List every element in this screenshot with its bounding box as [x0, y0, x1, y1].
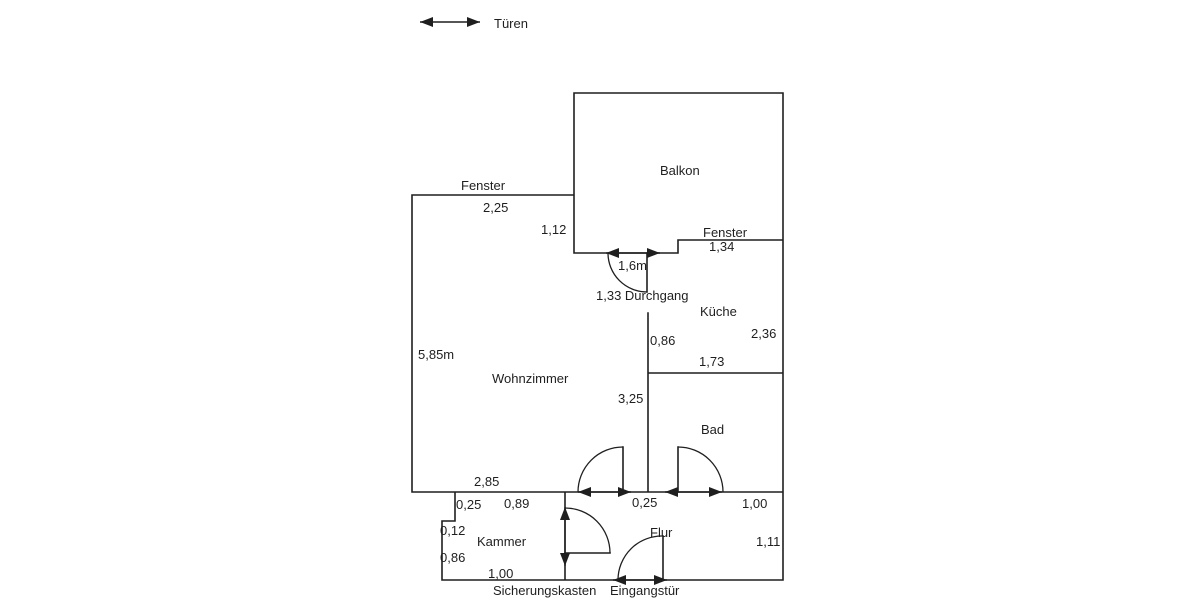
dim-kueche-height: 2,36 — [751, 326, 776, 341]
dim-bad-wall: 3,25 — [618, 391, 643, 406]
durchgang-label: 1,33 Durchgang — [596, 288, 689, 303]
dim-wohnzimmer-bottom: 2,85 — [474, 474, 499, 489]
window-kitchen-label: Fenster — [703, 225, 748, 240]
door-swing-arcs — [564, 252, 724, 581]
dim-kammer-bottom: 1,00 — [488, 566, 513, 581]
dim-kammer-step-left: 0,12 — [440, 523, 465, 538]
dim-door-gap: 0,25 — [632, 495, 657, 510]
room-label-flur: Flur — [650, 525, 673, 540]
dim-wohnzimmer-left: 5,85m — [418, 347, 454, 362]
room-label-balkon: Balkon — [660, 163, 700, 178]
entrance-door-label: Eingangstür — [610, 583, 680, 598]
legend-doors-label: Türen — [494, 16, 528, 31]
window-left-label: Fenster — [461, 178, 506, 193]
dim-kammer-left: 0,86 — [440, 550, 465, 565]
window-kitchen-size: 1,34 — [709, 239, 734, 254]
room-label-kammer: Kammer — [477, 534, 527, 549]
dim-balkon-offset: 1,12 — [541, 222, 566, 237]
window-left-size: 2,25 — [483, 200, 508, 215]
room-label-wohnzimmer: Wohnzimmer — [492, 371, 569, 386]
dim-kueche-bottom: 1,73 — [699, 354, 724, 369]
room-label-bad: Bad — [701, 422, 724, 437]
dim-kueche-wall: 0,86 — [650, 333, 675, 348]
balcony-door-width: 1,6m — [618, 258, 647, 273]
dim-kammer-top: 0,89 — [504, 496, 529, 511]
dim-bad-door-right: 1,00 — [742, 496, 767, 511]
dim-kammer-step-down: 0,25 — [456, 497, 481, 512]
door-leaves — [564, 252, 679, 581]
room-label-kueche: Küche — [700, 304, 737, 319]
walls-outline — [411, 92, 784, 581]
dim-flur-right: 1,11 — [756, 534, 780, 549]
fuse-box-label: Sicherungskasten — [493, 583, 596, 598]
